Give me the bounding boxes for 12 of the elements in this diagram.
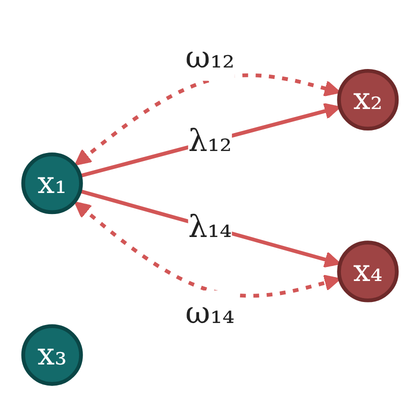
- arrow: [74, 74, 341, 166]
- arrow: [79, 190, 341, 268]
- node-circle: x₂: [337, 69, 399, 131]
- node-circle: x₃: [21, 324, 83, 386]
- arrow: [80, 103, 341, 178]
- node-circle: x₁: [21, 152, 83, 215]
- edge-label: ω₁₄: [185, 294, 235, 331]
- edge-label: ω₁₂: [185, 39, 235, 76]
- edge-label: λ₁₄: [188, 208, 232, 245]
- node-circle: x₄: [337, 241, 399, 303]
- arrow: [74, 202, 341, 298]
- edge-label: λ₁₂: [188, 122, 232, 160]
